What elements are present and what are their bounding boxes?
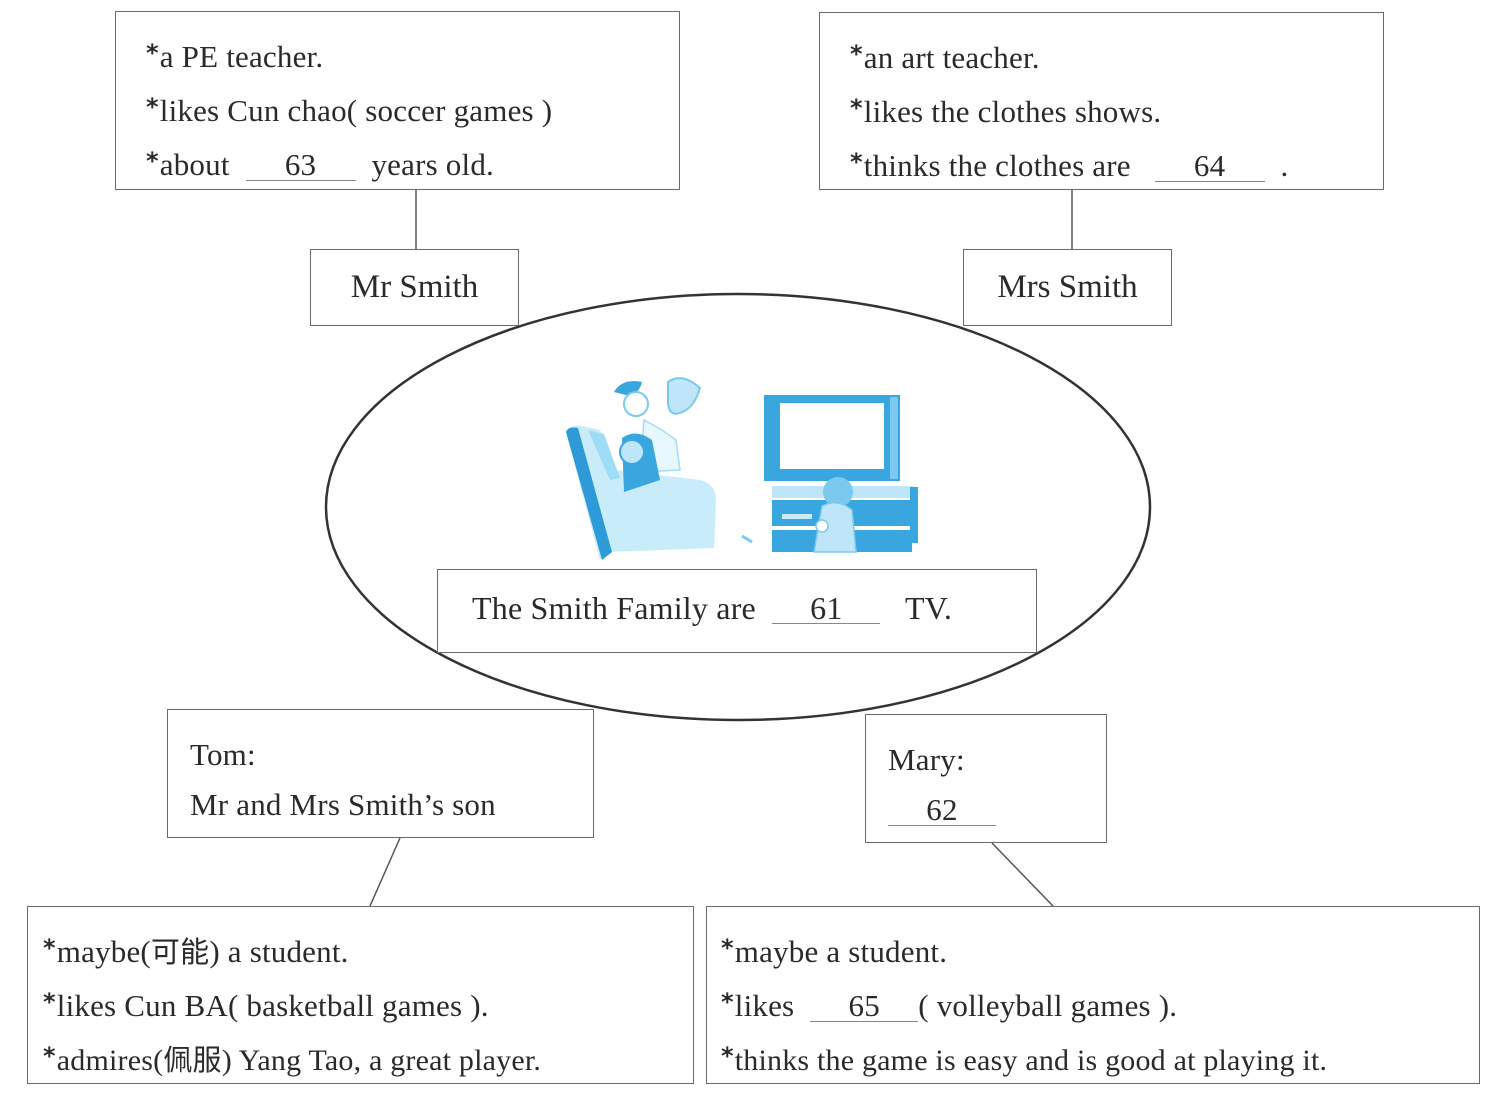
mrs-smith-name-box: Mrs Smith <box>963 249 1172 326</box>
mrs-smith-name: Mrs Smith <box>997 269 1138 305</box>
fact-text: thinks the clothes are <box>863 148 1131 183</box>
fact-line: *likes 65( volleyball games ). <box>721 977 1479 1031</box>
fact-text: an art teacher. <box>863 40 1040 75</box>
fact-text: ) Yang Tao, a great player. <box>221 1044 542 1077</box>
fact-text: ) a student. <box>209 934 349 969</box>
tom-description: Mr and Mrs Smith’s son <box>190 787 496 822</box>
armchair-icon <box>566 425 716 560</box>
connector-mary <box>991 842 1054 907</box>
bullet-star: * <box>146 93 159 121</box>
mary-line: 62 <box>888 785 1106 835</box>
chinese-gloss: 佩服 <box>163 1043 222 1077</box>
fact-text: years old. <box>371 147 494 182</box>
answer-blank-63[interactable]: 63 <box>245 149 356 181</box>
fact-text: maybe( <box>56 934 151 969</box>
mr-smith-name-box: Mr Smith <box>310 249 519 326</box>
fact-line: *maybe(可能) a student. <box>43 923 693 977</box>
parents-figure-icon <box>614 377 702 492</box>
bullet-star: * <box>146 147 159 175</box>
fact-text: likes Cun BA( basketball games ). <box>56 988 489 1023</box>
fact-text: a PE teacher. <box>159 39 324 74</box>
fact-line: *likes Cun chao( soccer games ) <box>146 82 679 136</box>
fact-line: *admires(佩服) Yang Tao, a great player. <box>43 1031 693 1086</box>
mary-name-box: Mary: 62 <box>865 714 1107 843</box>
family-ellipse <box>324 292 1152 722</box>
bullet-star: * <box>146 39 159 67</box>
bullet-star: * <box>721 988 734 1016</box>
mr-smith-facts-box: *a PE teacher. *likes Cun chao( soccer g… <box>115 11 680 190</box>
bullet-star: * <box>721 934 734 962</box>
sentence-text: The Smith Family are <box>472 590 756 626</box>
center-sentence-box: The Smith Family are 61 TV. <box>437 569 1037 653</box>
mr-smith-name: Mr Smith <box>350 269 479 305</box>
bullet-star: * <box>43 988 56 1016</box>
fact-text: . <box>1280 148 1289 183</box>
tom-facts-box: *maybe(可能) a student. *likes Cun BA( bas… <box>27 906 694 1084</box>
tom-label: Tom: <box>190 737 256 772</box>
fact-text: likes the clothes shows. <box>863 94 1162 129</box>
connector-tom <box>369 837 401 907</box>
controller-cord-icon <box>741 534 753 544</box>
fact-text: ( volleyball games ). <box>918 988 1178 1023</box>
mary-label: Mary: <box>888 742 965 777</box>
fact-line: *maybe a student. <box>721 923 1479 977</box>
answer-blank-62[interactable]: 62 <box>888 794 996 826</box>
fact-text: likes <box>734 988 795 1023</box>
answer-blank-65[interactable]: 65 <box>810 990 919 1022</box>
fact-line: *about 63 years old. <box>146 136 679 190</box>
fact-text: thinks the game is easy and is good at p… <box>734 1044 1328 1077</box>
fact-text: admires( <box>56 1044 164 1077</box>
mrs-smith-facts-box: *an art teacher. *likes the clothes show… <box>819 12 1384 190</box>
bullet-star: * <box>43 934 56 962</box>
fact-line: *an art teacher. <box>850 29 1383 83</box>
fact-line: *likes Cun BA( basketball games ). <box>43 977 693 1031</box>
fact-line: *likes the clothes shows. <box>850 83 1383 137</box>
child-figure-icon <box>813 477 857 553</box>
tom-name-box: Tom: Mr and Mrs Smith’s son <box>167 709 594 838</box>
mary-facts-box: *maybe a student. *likes 65( volleyball … <box>706 906 1480 1084</box>
answer-blank-64[interactable]: 64 <box>1154 150 1265 182</box>
fact-text: maybe a student. <box>734 934 948 969</box>
bullet-star: * <box>850 40 863 68</box>
sentence-text: TV. <box>904 590 953 626</box>
bullet-star: * <box>850 94 863 122</box>
bullet-star: * <box>850 148 863 176</box>
fact-line: *thinks the game is easy and is good at … <box>721 1031 1479 1086</box>
center-sentence: The Smith Family are 61 TV. <box>472 583 1036 633</box>
chinese-gloss: 可能 <box>150 935 210 969</box>
fact-line: *a PE teacher. <box>146 28 679 82</box>
bullet-star: * <box>43 1042 56 1070</box>
bullet-star: * <box>721 1042 734 1070</box>
fact-line: *thinks the clothes are 64 . <box>850 137 1383 191</box>
tv-icon <box>764 395 918 552</box>
fact-text: likes Cun chao( soccer games ) <box>159 93 553 128</box>
fact-text: about <box>159 147 230 182</box>
answer-blank-61[interactable]: 61 <box>772 592 881 624</box>
